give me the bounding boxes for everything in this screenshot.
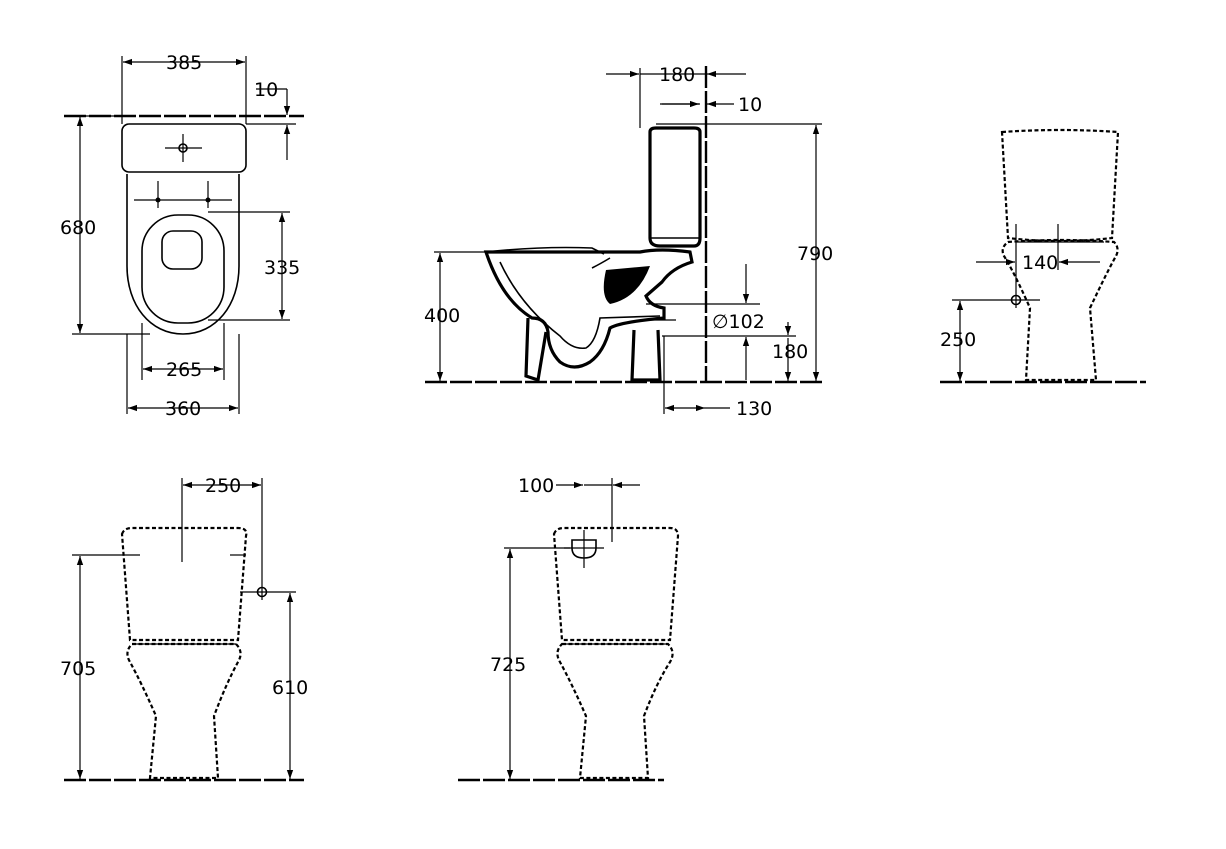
bowl-front-outline: [1001, 238, 1119, 382]
label-180-top: 180: [659, 64, 695, 86]
label-790: 790: [797, 243, 833, 265]
label-250-back: 250: [205, 475, 241, 497]
label-180-outlet: 180: [772, 341, 808, 363]
bowl-outline: [126, 174, 240, 335]
label-10-top: 10: [254, 79, 278, 101]
label-265: 265: [166, 359, 202, 381]
seat-outline: [141, 214, 225, 324]
label-610: 610: [272, 677, 308, 699]
back-view-2: 100 725: [458, 475, 680, 782]
label-250-front: 250: [940, 329, 976, 351]
cistern-back2-outline: [552, 526, 680, 642]
bowl-side-outline: [483, 248, 694, 369]
side-view: 180 10 790 400 ∅102 180 130: [424, 64, 833, 420]
back-view-1: 250 705 610: [60, 475, 308, 782]
cistern-back1-outline: [120, 526, 248, 642]
label-400: 400: [424, 305, 460, 327]
top-view: 385 10 680 335 265 360: [60, 52, 304, 420]
label-385: 385: [166, 52, 202, 74]
label-d102: ∅102: [712, 311, 765, 333]
inlet-icon: [1010, 294, 1022, 306]
inlet-back1-icon: [256, 586, 268, 598]
label-725: 725: [490, 654, 526, 676]
cistern-side-outline: [648, 126, 702, 248]
label-335: 335: [264, 257, 300, 279]
label-680: 680: [60, 217, 96, 239]
label-360: 360: [165, 398, 201, 420]
label-10-side: 10: [738, 94, 762, 116]
label-140: 140: [1022, 252, 1058, 274]
pedestal-outline: [524, 317, 548, 383]
label-705: 705: [60, 658, 96, 680]
label-130: 130: [736, 398, 772, 420]
cistern-front-outline: [1000, 128, 1120, 243]
bowl-back2-outline: [556, 642, 674, 780]
label-100: 100: [518, 475, 554, 497]
flush-button-icon: [178, 143, 188, 153]
cistern-outline: [121, 123, 247, 173]
front-view: 140 250: [940, 128, 1146, 384]
bowl-back1-outline: [126, 642, 242, 780]
